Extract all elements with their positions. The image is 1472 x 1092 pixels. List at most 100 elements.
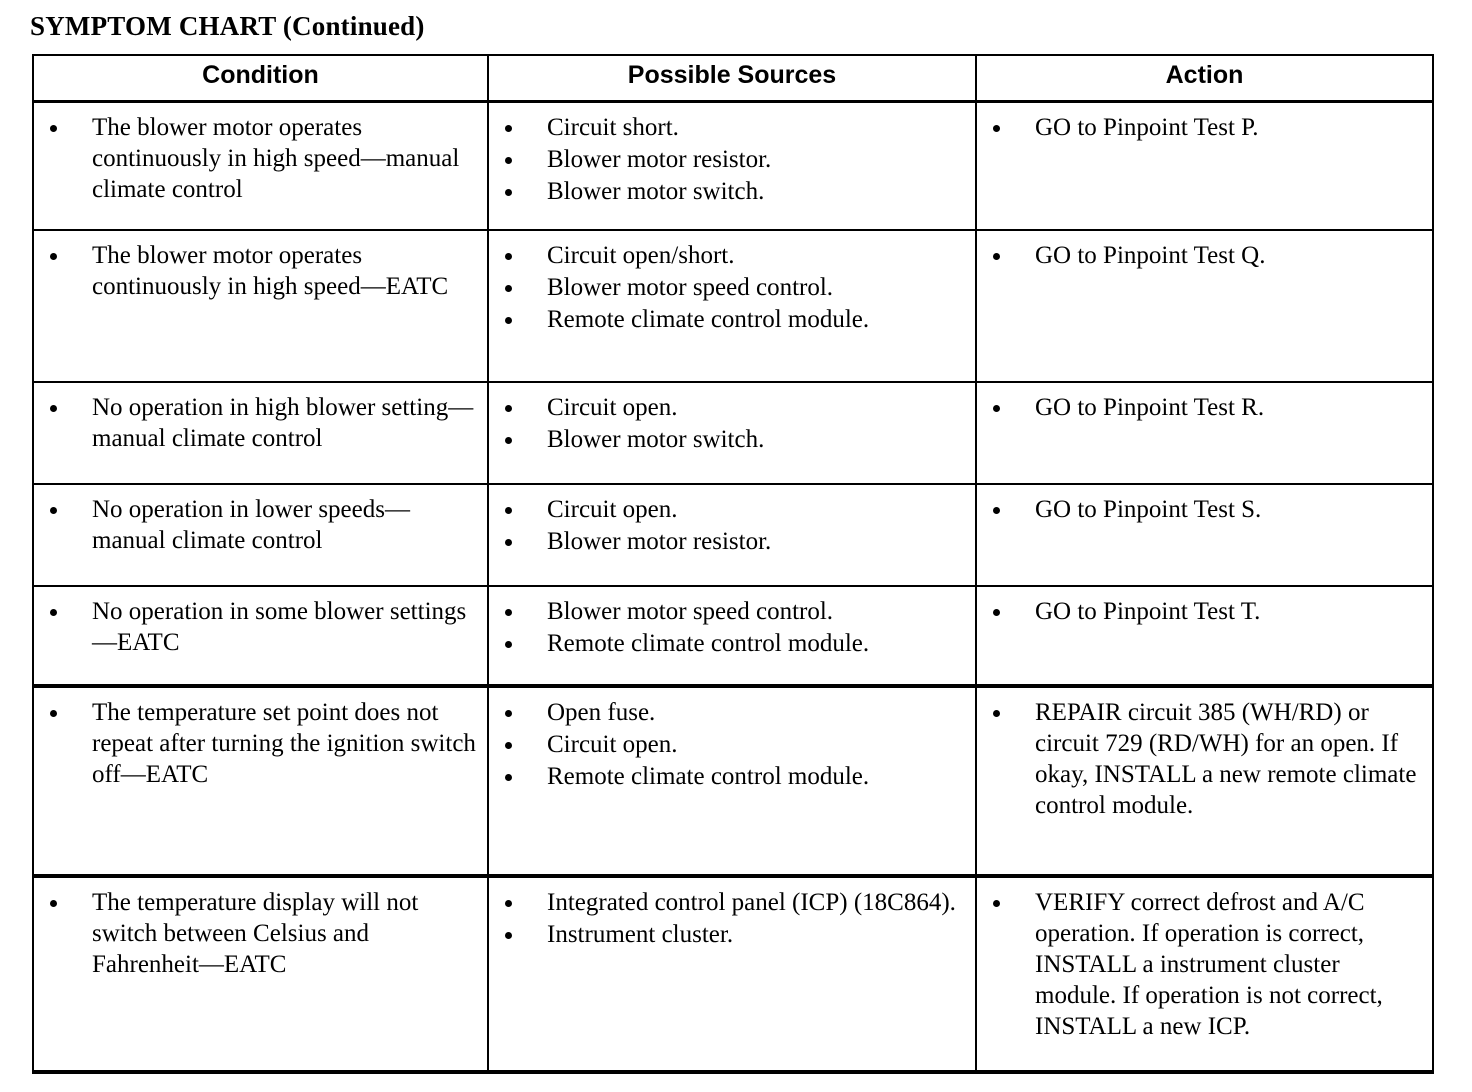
bullet-text: Integrated control panel (ICP) (18C864). — [547, 888, 956, 916]
bullet-point-icon — [50, 899, 57, 907]
bullet-text: Circuit open. — [547, 495, 678, 523]
bullet-item: Blower motor switch. — [489, 424, 967, 455]
bullet-list-condition: The temperature set point does not repea… — [34, 688, 487, 803]
bullet-text: REPAIR circuit 385 (WH/RD) or circuit 72… — [1035, 698, 1417, 819]
bullet-item: The blower motor operates continuously i… — [34, 240, 479, 302]
bullet-point-icon — [505, 608, 512, 616]
bullet-point-icon — [505, 538, 512, 546]
bullet-item: Remote climate control module. — [489, 628, 967, 659]
bullet-list-condition: The blower motor operates continuously i… — [34, 231, 487, 315]
table-cell-action: GO to Pinpoint Test R. — [975, 380, 1434, 485]
bullet-point-icon — [993, 506, 1000, 514]
bullet-text: The blower motor operates continuously i… — [92, 114, 460, 203]
bullet-text: The temperature display will not switch … — [92, 888, 419, 978]
bullet-list-sources: Circuit open. Blower motor switch. — [489, 383, 975, 468]
bullet-list-condition: The temperature display will not switch … — [34, 878, 487, 993]
bullet-point-icon — [505, 316, 512, 324]
bullet-point-icon — [505, 189, 512, 196]
bullet-item: Circuit open. — [489, 392, 967, 423]
bullet-list-condition: No operation in lower speeds—manual clim… — [34, 485, 487, 569]
bullet-point-icon — [993, 404, 1000, 412]
bullet-text: Blower motor speed control. — [547, 273, 834, 301]
bullet-point-icon — [505, 284, 512, 292]
bullet-list-action: GO to Pinpoint Test S. — [977, 485, 1432, 538]
bullet-point-icon — [993, 125, 1000, 132]
table-cell-sources: Integrated control panel (ICP) (18C864).… — [487, 873, 977, 1074]
table-cell-action: REPAIR circuit 385 (WH/RD) or circuit 72… — [975, 683, 1434, 877]
bullet-text: VERIFY correct defrost and A/C operation… — [1035, 888, 1383, 1040]
bullet-item: Blower motor speed control. — [489, 596, 967, 627]
bullet-text: GO to Pinpoint Test T. — [1035, 597, 1261, 625]
table-row: No operation in high blower setting—manu… — [32, 380, 1434, 485]
bullet-item: Instrument cluster. — [489, 919, 967, 950]
bullet-item: No operation in high blower setting—manu… — [34, 392, 479, 454]
bullet-item: The temperature display will not switch … — [34, 887, 479, 980]
bullet-text: Circuit open/short. — [547, 241, 735, 269]
page-title: SYMPTOM CHART (Continued) — [30, 11, 425, 41]
bullet-list-action: REPAIR circuit 385 (WH/RD) or circuit 72… — [977, 688, 1432, 834]
bullet-point-icon — [505, 709, 512, 717]
bullet-list-action: VERIFY correct defrost and A/C operation… — [977, 878, 1432, 1055]
bullet-text: Blower motor switch. — [547, 178, 765, 205]
bullet-text: Blower motor resistor. — [547, 146, 772, 173]
bullet-item: GO to Pinpoint Test P. — [977, 112, 1424, 143]
bullet-point-icon — [993, 899, 1000, 907]
table-body: The blower motor operates continuously i… — [32, 100, 1434, 1074]
bullet-list-condition: The blower motor operates continuously i… — [34, 103, 487, 218]
bullet-list-action: GO to Pinpoint Test R. — [977, 383, 1432, 436]
bullet-point-icon — [50, 709, 57, 717]
bullet-text: GO to Pinpoint Test P. — [1035, 114, 1259, 141]
bullet-point-icon — [993, 608, 1000, 616]
bullet-list-action: GO to Pinpoint Test T. — [977, 587, 1432, 640]
bullet-item: No operation in some blower settings—EAT… — [34, 596, 479, 658]
table-cell-action: GO to Pinpoint Test Q. — [975, 228, 1434, 383]
table-cell-condition: The temperature set point does not repea… — [32, 683, 489, 877]
bullet-text: No operation in some blower settings—EAT… — [92, 597, 467, 656]
table-cell-condition: The blower motor operates continuously i… — [32, 100, 489, 231]
table-row: The blower motor operates continuously i… — [32, 228, 1434, 383]
bullet-item: Open fuse. — [489, 697, 967, 728]
table-cell-sources: Circuit short. Blower motor resistor. Blow… — [487, 100, 977, 231]
bullet-point-icon — [50, 404, 57, 412]
bullet-text: No operation in high blower setting—manu… — [92, 393, 474, 452]
bullet-text: GO to Pinpoint Test R. — [1035, 393, 1265, 421]
symptom-chart-table: Condition Possible Sources Action The bl… — [32, 54, 1434, 1074]
bullet-text: Blower motor switch. — [547, 425, 765, 453]
bullet-item: The temperature set point does not repea… — [34, 697, 479, 790]
bullet-item: VERIFY correct defrost and A/C operation… — [977, 887, 1424, 1042]
bullet-text: The temperature set point does not repea… — [92, 698, 476, 788]
table-header: Condition Possible Sources Action — [32, 54, 1434, 103]
bullet-text: Remote climate control module. — [547, 762, 870, 790]
bullet-list-action: GO to Pinpoint Test Q. — [977, 231, 1432, 284]
bullet-item: GO to Pinpoint Test Q. — [977, 240, 1424, 271]
bullet-list-condition: No operation in some blower settings—EAT… — [34, 587, 487, 671]
table-cell-sources: Blower motor speed control.Remote climat… — [487, 584, 977, 687]
bullet-list-sources: Circuit short. Blower motor resistor. Blow… — [489, 103, 975, 220]
bullet-list-sources: Circuit open/short. Blower motor speed co… — [489, 231, 975, 348]
bullet-item: Blower motor speed control. — [489, 272, 967, 303]
bullet-list-sources: Open fuse.Circuit open.Remote climate co… — [489, 688, 975, 805]
bullet-point-icon — [505, 404, 512, 412]
table-cell-condition: No operation in lower speeds—manual clim… — [32, 482, 489, 587]
table-header-row: Condition Possible Sources Action — [32, 54, 1434, 103]
bullet-text: Circuit open. — [547, 393, 678, 421]
bullet-text: Remote climate control module. — [547, 629, 870, 657]
bullet-text: Circuit short. — [547, 114, 679, 141]
bullet-item: The blower motor operates continuously i… — [34, 112, 479, 205]
table-cell-condition: The blower motor operates continuously i… — [32, 228, 489, 383]
table-cell-sources: Open fuse.Circuit open.Remote climate co… — [487, 683, 977, 877]
table-row: No operation in lower speeds—manual clim… — [32, 482, 1434, 587]
bullet-point-icon — [50, 125, 57, 132]
bullet-point-icon — [505, 899, 512, 907]
bullet-item: Circuit open/short. — [489, 240, 967, 271]
table-cell-action: GO to Pinpoint Test P. — [975, 100, 1434, 231]
bullet-point-icon — [50, 252, 57, 260]
table-cell-sources: Circuit open. Blower motor switch. — [487, 380, 977, 485]
bullet-item: Blower motor switch. — [489, 176, 967, 207]
table-cell-sources: Circuit open.Blower motor resistor. — [487, 482, 977, 587]
bullet-list-sources: Circuit open.Blower motor resistor. — [489, 485, 975, 570]
bullet-item: Circuit open. — [489, 729, 967, 760]
bullet-text: The blower motor operates continuously i… — [92, 241, 449, 300]
bullet-point-icon — [50, 608, 57, 616]
